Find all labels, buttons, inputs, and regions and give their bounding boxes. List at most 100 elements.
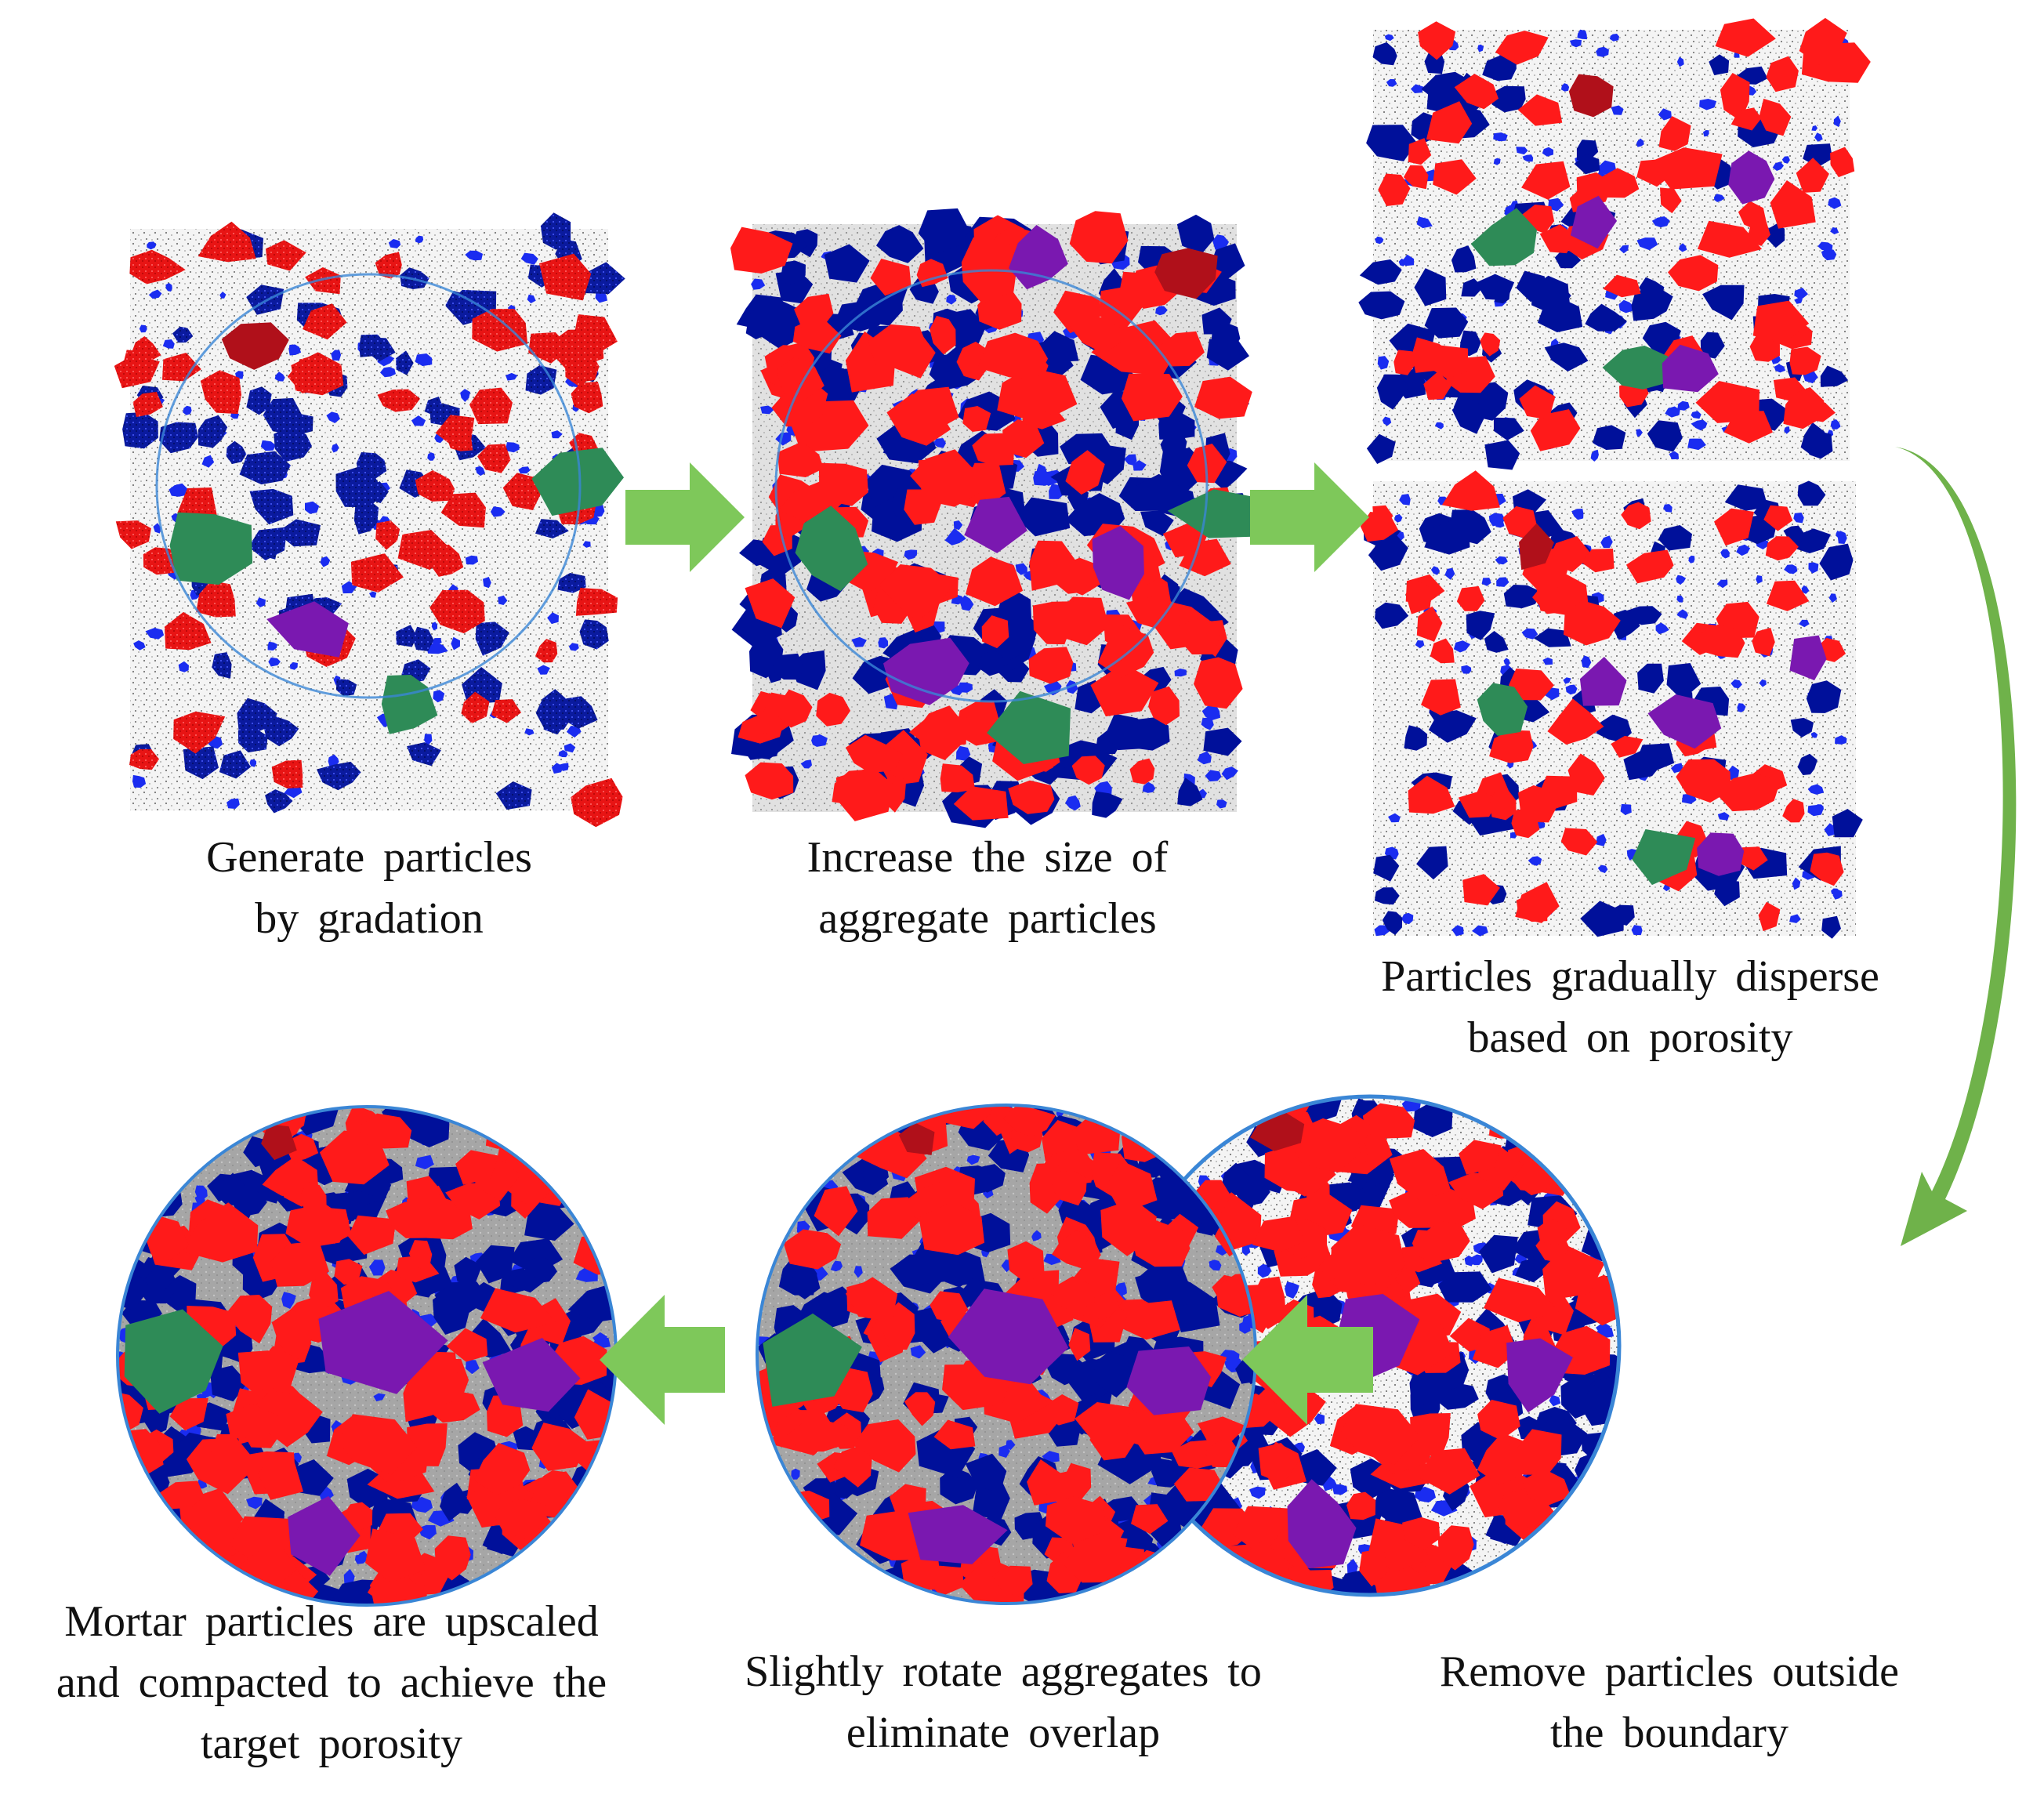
fine-particle xyxy=(369,591,377,598)
darkred-aggregate xyxy=(1568,74,1614,118)
red-aggregate xyxy=(1738,846,1768,871)
red-aggregate xyxy=(473,1443,531,1495)
navy-aggregate xyxy=(1596,714,1632,743)
red-aggregate xyxy=(535,639,558,663)
navy-aggregate xyxy=(1576,140,1599,161)
fine-particle xyxy=(1481,578,1491,586)
navy-aggregate xyxy=(476,1245,515,1284)
fine-particle xyxy=(1375,236,1384,245)
navy-aggregate xyxy=(1366,433,1396,464)
red-aggregate xyxy=(879,564,953,621)
red-aggregate xyxy=(571,777,623,828)
fine-particle xyxy=(1065,795,1081,811)
purple-aggregate xyxy=(318,1291,448,1394)
red-aggregate xyxy=(1035,383,1059,416)
red-aggregate xyxy=(407,1423,448,1466)
navy-aggregate xyxy=(947,309,987,350)
caption-disperse: Particles gradually disperse based on po… xyxy=(1325,946,1936,1068)
red-aggregate xyxy=(1071,756,1105,785)
red-aggregate xyxy=(783,1229,842,1270)
red-aggregate xyxy=(271,759,303,788)
navy-aggregate xyxy=(1451,245,1477,273)
fine-particle xyxy=(1377,356,1390,370)
fine-particle xyxy=(1811,125,1818,131)
fine-particle xyxy=(288,344,302,356)
fine-particle xyxy=(1600,535,1613,549)
red-aggregate xyxy=(159,1481,205,1509)
red-aggregate xyxy=(1252,1276,1286,1329)
red-aggregate xyxy=(429,544,464,577)
red-aggregate xyxy=(1064,1534,1128,1583)
red-aggregate xyxy=(1759,98,1792,136)
red-aggregate xyxy=(1752,627,1775,657)
fine-particle xyxy=(1789,914,1801,923)
navy-aggregate xyxy=(1790,717,1814,738)
fine-particle xyxy=(1542,657,1553,665)
fine-particle xyxy=(1581,655,1592,669)
navy-aggregate xyxy=(1211,322,1241,350)
red-aggregate xyxy=(1456,585,1485,611)
navy-aggregate xyxy=(1484,440,1520,470)
red-aggregate xyxy=(1029,540,1079,591)
red-aggregate xyxy=(1695,381,1760,423)
navy-aggregate xyxy=(1574,154,1600,175)
fine-particle xyxy=(1155,306,1168,316)
red-aggregate xyxy=(469,387,513,425)
navy-aggregate xyxy=(265,789,293,814)
navy-aggregate xyxy=(1724,484,1768,511)
red-aggregate xyxy=(502,473,542,510)
fine-particle xyxy=(1209,1259,1222,1271)
red-aggregate xyxy=(480,1288,556,1333)
red-aggregate xyxy=(573,314,618,357)
red-aggregate xyxy=(129,249,186,285)
purple-aggregate xyxy=(948,1288,1069,1385)
navy-aggregate xyxy=(274,426,312,462)
red-aggregate xyxy=(446,1328,488,1362)
fine-particle xyxy=(1626,849,1639,861)
red-aggregate xyxy=(1519,385,1556,420)
red-aggregate xyxy=(794,293,834,328)
fine-particle xyxy=(227,798,240,809)
fine-particle xyxy=(878,637,889,649)
darkred-aggregate xyxy=(1519,523,1554,571)
red-aggregate xyxy=(539,253,592,301)
red-aggregate xyxy=(1441,470,1500,511)
red-aggregate xyxy=(1720,73,1750,121)
fine-particle xyxy=(1565,684,1578,695)
red-aggregate xyxy=(1796,158,1829,193)
caption-line: Remove particles outside xyxy=(1439,1647,1900,1696)
fine-particle xyxy=(1133,460,1147,471)
red-aggregate xyxy=(1131,1407,1194,1455)
fine-particle xyxy=(1737,703,1746,712)
navy-aggregate xyxy=(557,573,586,593)
navy-aggregate xyxy=(1382,911,1403,935)
red-aggregate xyxy=(956,341,989,381)
navy-aggregate xyxy=(317,761,361,791)
navy-aggregate xyxy=(579,262,625,295)
purple-aggregate xyxy=(1126,1346,1211,1415)
red-aggregate xyxy=(1537,1218,1570,1246)
fine-particle xyxy=(559,763,569,771)
panel-generate-particles xyxy=(114,212,625,828)
green-aggregate xyxy=(795,506,868,592)
fine-particle xyxy=(368,1259,386,1276)
fine-particle xyxy=(1005,1440,1016,1451)
fine-particle xyxy=(194,1194,205,1205)
red-aggregate xyxy=(477,444,511,473)
red-aggregate xyxy=(1593,168,1640,198)
red-aggregate xyxy=(1477,1399,1520,1441)
red-aggregate xyxy=(1636,158,1673,187)
fine-particle xyxy=(1201,717,1214,730)
fine-particle xyxy=(1453,640,1471,653)
red-aggregate xyxy=(1459,1140,1502,1175)
fine-particle xyxy=(1522,154,1534,162)
navy-aggregate xyxy=(543,714,566,735)
fine-particle xyxy=(388,238,401,248)
fine-particle xyxy=(1808,562,1819,574)
navy-aggregate xyxy=(1451,396,1485,434)
navy-aggregate xyxy=(407,742,441,767)
green-aggregate xyxy=(531,448,624,516)
red-aggregate xyxy=(1414,1193,1446,1230)
fine-particle xyxy=(1774,364,1786,373)
fine-particle xyxy=(331,350,342,361)
